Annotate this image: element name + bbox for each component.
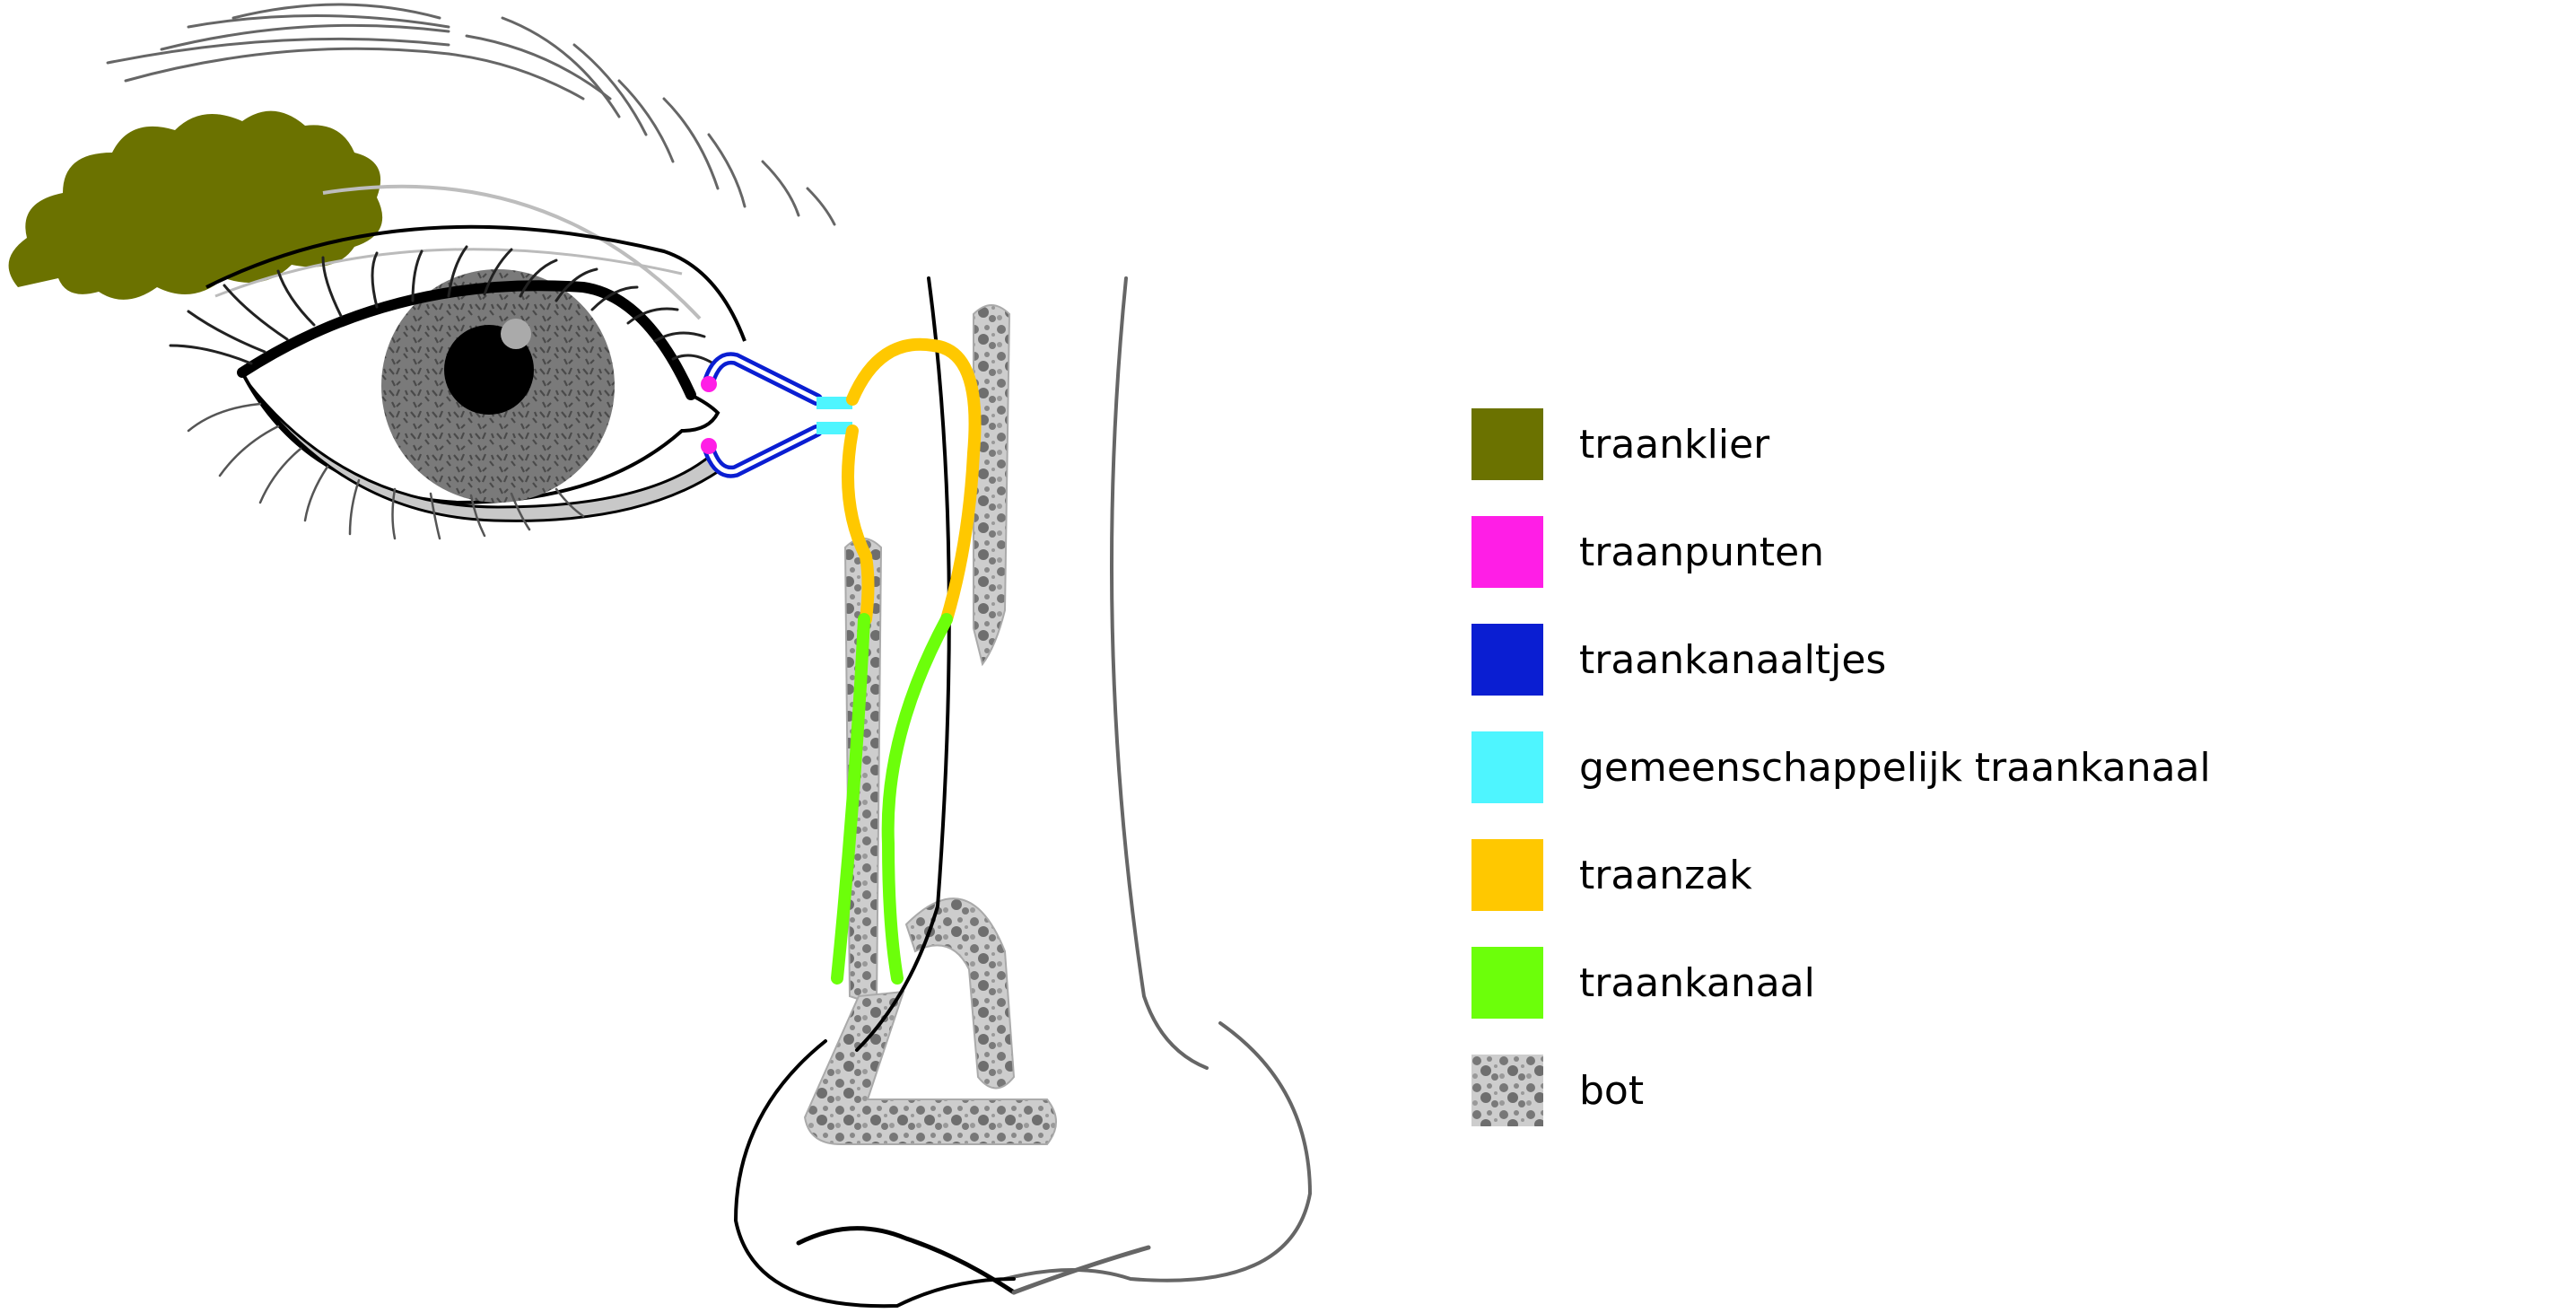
legend-swatch-duct (1471, 947, 1543, 1019)
eyelid-fold (322, 184, 702, 320)
legend-item-bone: bot (1471, 1055, 2458, 1126)
legend-item-duct: traankanaal (1471, 947, 2458, 1019)
legend-swatch-gland (1471, 408, 1543, 480)
legend-label-gland: traanklier (1579, 421, 1770, 468)
upper-lid-line (237, 280, 696, 400)
eyebrow (106, 3, 836, 226)
legend-label-duct: traankanaal (1579, 959, 1815, 1006)
legend-swatch-common-canal (1471, 731, 1543, 803)
legend: traanklier traanpunten traankanaaltjes g… (1471, 408, 2458, 1162)
bone (803, 304, 1057, 1145)
legend-swatch-puncta (1471, 516, 1543, 588)
legend-swatch-bone (1471, 1055, 1543, 1126)
legend-label-puncta: traanpunten (1579, 529, 1825, 575)
upper-eyelashes (169, 245, 715, 365)
legend-item-canaliculi: traankanaaltjes (1471, 624, 2458, 696)
lacrimal-puncta (701, 376, 717, 454)
lower-eyelashes (187, 402, 585, 540)
nasolacrimal-duct (831, 613, 953, 985)
legend-label-canaliculi: traankanaaltjes (1579, 636, 1887, 683)
legend-item-common-canal: gemeenschappelijk traankanaal (1471, 731, 2458, 803)
legend-swatch-sac (1471, 839, 1543, 911)
legend-item-sac: traanzak (1471, 839, 2458, 911)
tear-system-illustration (8, 3, 1313, 1309)
lacrimal-gland (8, 110, 383, 300)
legend-swatch-canaliculi (1471, 624, 1543, 696)
legend-item-puncta: traanpunten (1471, 516, 2458, 588)
legend-label-common-canal: gemeenschappelijk traankanaal (1579, 744, 2211, 791)
light-reflection (501, 319, 531, 349)
common-canaliculus (816, 397, 852, 434)
eyelid-crease (205, 224, 747, 342)
legend-item-gland: traanklier (1471, 408, 2458, 480)
lacrimal-sac (842, 337, 982, 626)
legend-label-bone: bot (1579, 1067, 1645, 1114)
nose-outline (733, 276, 1313, 1309)
legend-label-sac: traanzak (1579, 852, 1752, 898)
lacrimal-canaliculi (703, 352, 823, 478)
